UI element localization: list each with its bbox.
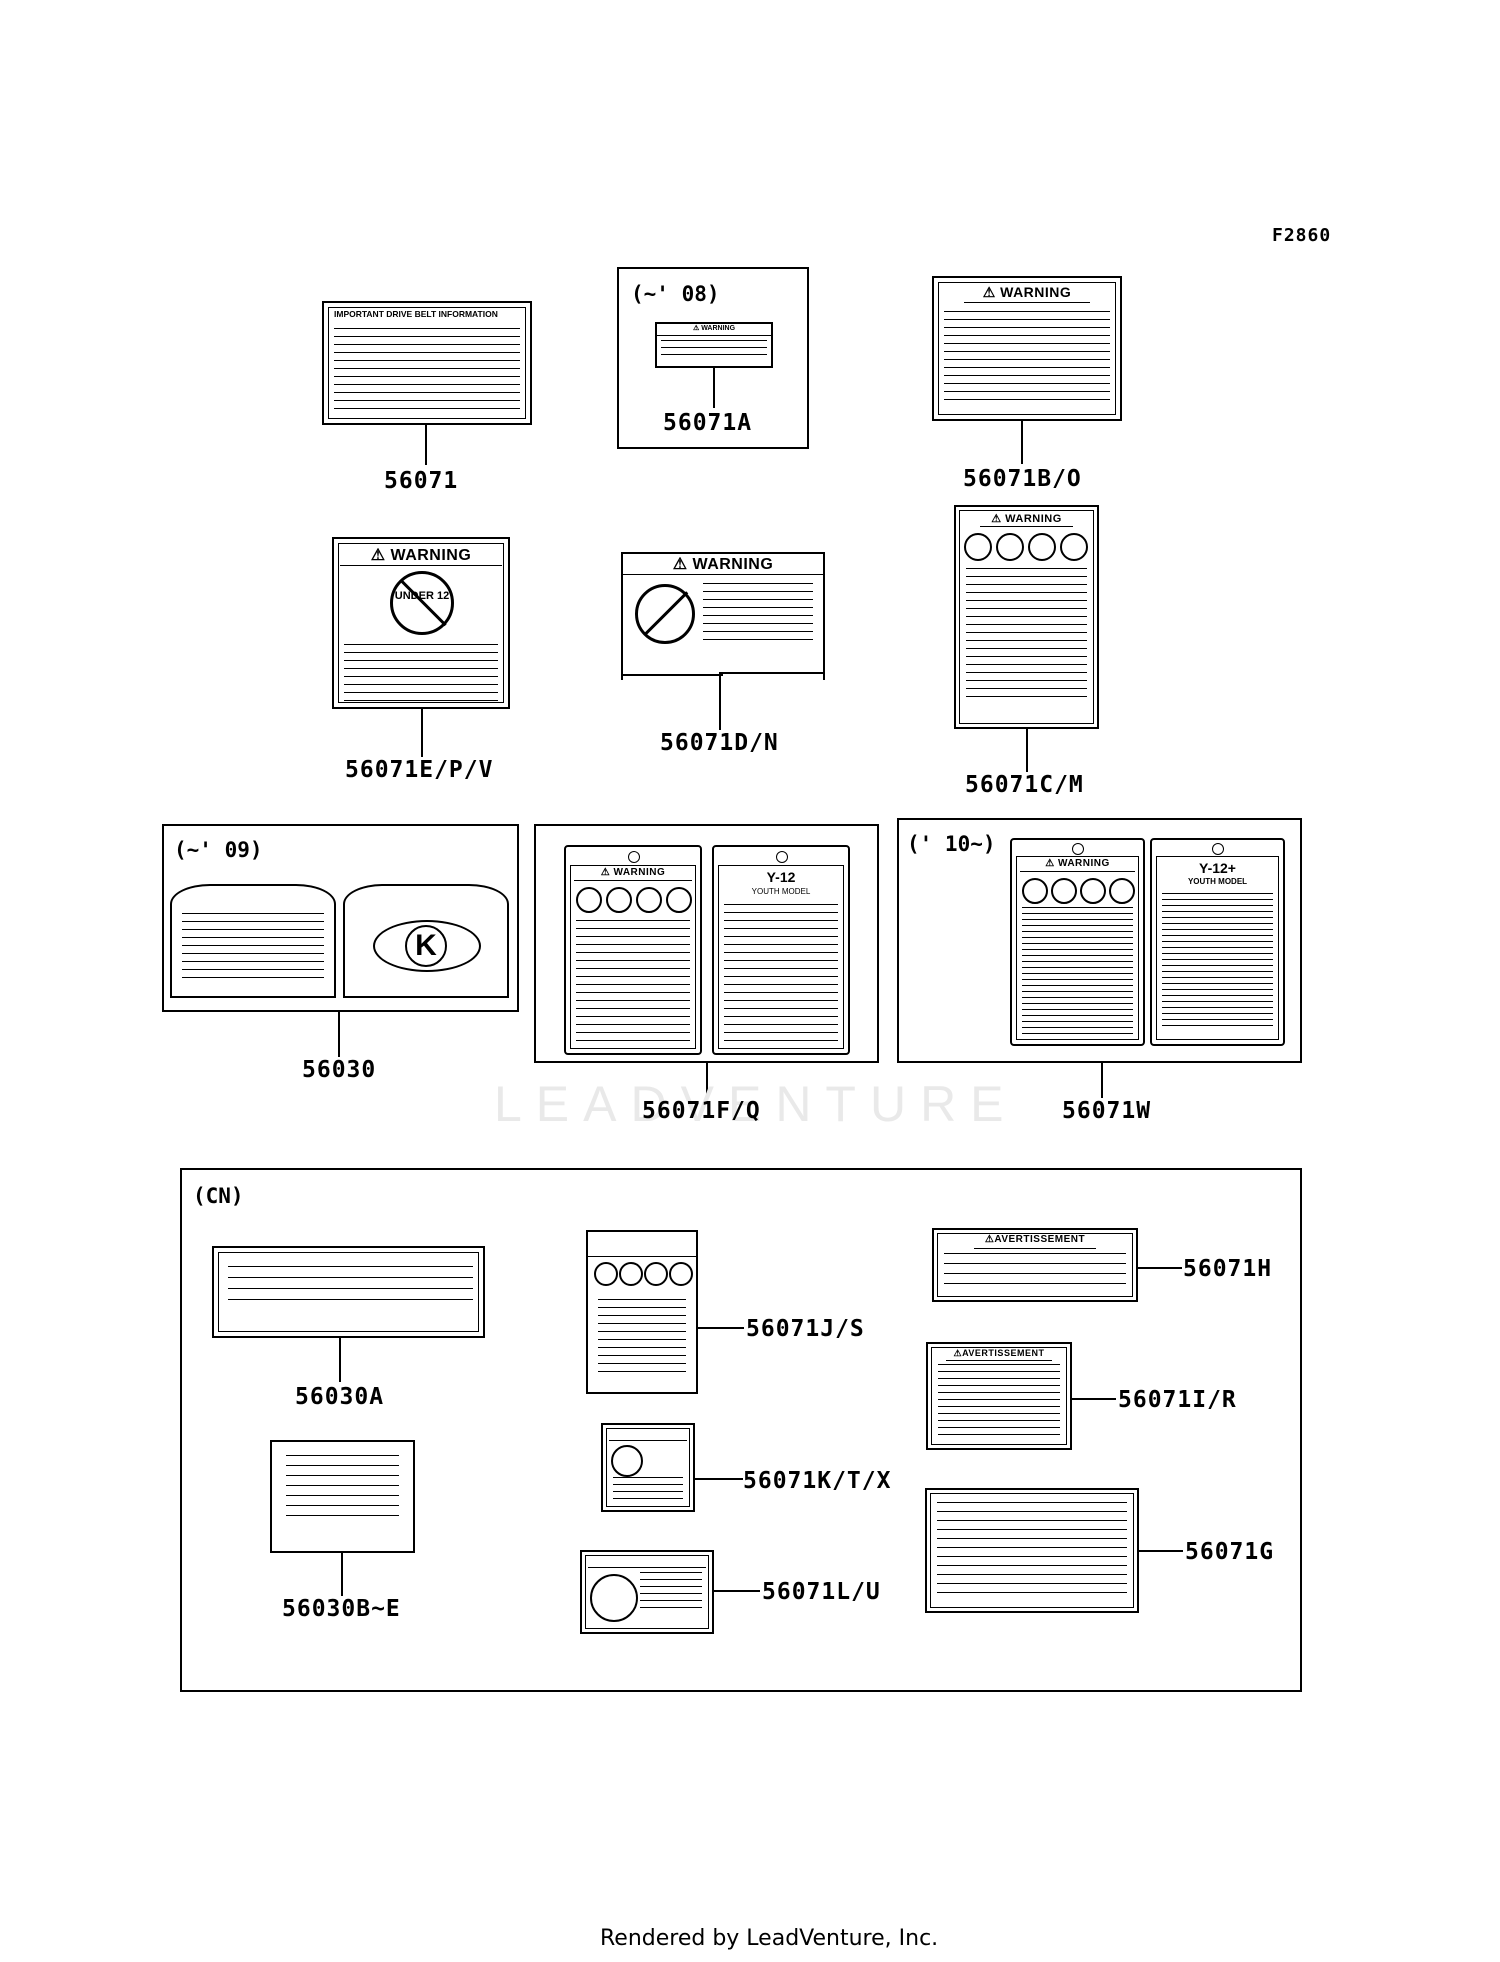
leadventure-watermark: LEADVENTURE: [494, 1076, 1018, 1132]
warning-header: ⚠ WARNING: [964, 284, 1090, 303]
part-number-56071A[interactable]: 56071A: [663, 410, 753, 436]
group-tag-cn: (CN): [193, 1184, 244, 1208]
hang-hole: [1212, 843, 1224, 855]
label-56071[interactable]: IMPORTANT DRIVE BELT INFORMATION: [322, 301, 532, 425]
group-frame-cn: [180, 1168, 1302, 1692]
group-frame-56071FQ: [534, 824, 879, 1063]
youth-model-text: YOUTH MODEL: [751, 887, 811, 896]
drive-belt-title: IMPORTANT DRIVE BELT INFORMATION: [334, 309, 498, 319]
prohibition-icon: [1060, 533, 1088, 561]
prohibition-icon: [1080, 878, 1106, 904]
label-56071F[interactable]: ⚠ WARNING: [564, 845, 702, 1055]
prohibition-icon: [619, 1262, 643, 1286]
warning-header: ⚠ WARNING: [980, 512, 1073, 527]
part-number-56071DN[interactable]: 56071D/N: [660, 730, 779, 756]
part-number-56030A[interactable]: 56030A: [295, 1384, 385, 1410]
label-56071A[interactable]: ⚠ WARNING: [655, 322, 773, 368]
prohibition-icon: [1051, 878, 1077, 904]
part-number-56071JS[interactable]: 56071J/S: [746, 1316, 865, 1342]
y12plus-title: Y-12+: [1199, 860, 1236, 876]
group-tag-from10: (' 10~): [907, 832, 996, 856]
prohibition-icon: [636, 887, 662, 913]
label-56071G[interactable]: [925, 1488, 1139, 1613]
label-56071W-right[interactable]: Y-12+ YOUTH MODEL: [1150, 838, 1285, 1046]
label-56071BO[interactable]: ⚠ WARNING: [932, 276, 1122, 421]
prohibition-icon: [1109, 878, 1135, 904]
prohibition-icon: [669, 1262, 693, 1286]
part-number-56071KTX[interactable]: 56071K/T/X: [743, 1468, 892, 1494]
group-frame-pre08: [617, 267, 809, 449]
prohibition-icon: [576, 887, 602, 913]
part-number-56071BO[interactable]: 56071B/O: [963, 466, 1082, 492]
no-passenger-icon: [635, 584, 695, 644]
group-frame-from10: [897, 818, 1302, 1063]
prohibition-icon: [666, 887, 692, 913]
avertissement-header: ⚠AVERTISSEMENT: [946, 1348, 1052, 1361]
part-number-56071W[interactable]: 56071W: [1062, 1098, 1152, 1124]
warning-header: ⚠ WARNING: [1020, 858, 1135, 872]
label-56071LU[interactable]: [580, 1550, 714, 1634]
part-number-56071[interactable]: 56071: [384, 468, 459, 494]
youth-model-text: YOUTH MODEL: [1187, 877, 1248, 886]
prohibition-icon: [964, 533, 992, 561]
prohibition-icon: [644, 1262, 668, 1286]
label-56071KTX[interactable]: [601, 1423, 695, 1512]
label-56071IR[interactable]: ⚠AVERTISSEMENT: [926, 1342, 1072, 1450]
label-56030-left[interactable]: [170, 884, 336, 998]
warning-header: ⚠ WARNING: [574, 867, 692, 881]
warning-header: ⚠ WARNING: [340, 545, 502, 566]
label-56071DN[interactable]: ⚠ WARNING: [621, 552, 825, 680]
part-number-56030[interactable]: 56030: [302, 1057, 377, 1083]
label-56071Q[interactable]: Y-12 YOUTH MODEL: [712, 845, 850, 1055]
no-under-12-icon: UNDER 12: [390, 571, 454, 635]
prohibition-icon: [1022, 878, 1048, 904]
hang-hole: [628, 851, 640, 863]
label-56030A[interactable]: [212, 1246, 485, 1338]
label-56071CM[interactable]: ⚠ WARNING: [954, 505, 1099, 729]
prohibition-icon: [590, 1574, 638, 1622]
group-frame-pre09: [162, 824, 519, 1012]
part-number-56071EPV[interactable]: 56071E/P/V: [345, 757, 494, 783]
part-number-56030BE[interactable]: 56030B~E: [282, 1596, 401, 1622]
prohibition-icon: [611, 1445, 643, 1477]
label-56071W-left[interactable]: ⚠ WARNING: [1010, 838, 1145, 1046]
hang-hole: [776, 851, 788, 863]
part-number-56071CM[interactable]: 56071C/M: [965, 772, 1084, 798]
y12-title: Y-12: [766, 869, 796, 885]
group-tag-pre09: (~' 09): [174, 838, 263, 862]
prohibition-icon: [996, 533, 1024, 561]
warning-header: ⚠ WARNING: [623, 554, 823, 575]
label-56071JS[interactable]: [586, 1230, 698, 1394]
label-56030BE[interactable]: [270, 1440, 415, 1553]
part-number-56071G[interactable]: 56071G: [1185, 1539, 1275, 1565]
footer-credit: Rendered by LeadVenture, Inc.: [600, 1926, 939, 1951]
part-number-56071H[interactable]: 56071H: [1183, 1256, 1273, 1282]
part-number-56071IR[interactable]: 56071I/R: [1118, 1387, 1237, 1413]
part-number-56071FQ[interactable]: 56071F/Q: [642, 1098, 761, 1124]
label-56030-right[interactable]: K: [343, 884, 509, 998]
label-56071H[interactable]: ⚠AVERTISSEMENT: [932, 1228, 1138, 1302]
avertissement-header: ⚠AVERTISSEMENT: [974, 1234, 1096, 1249]
hang-hole: [1072, 843, 1084, 855]
warning-header: ⚠ WARNING: [657, 324, 771, 336]
group-tag-pre08: (~' 08): [631, 282, 720, 306]
prohibition-icon: [606, 887, 632, 913]
label-56071EPV[interactable]: ⚠ WARNING UNDER 12: [332, 537, 510, 709]
prohibition-icon: [594, 1262, 618, 1286]
kawasaki-logo: K: [373, 920, 481, 972]
figure-id: F2860: [1272, 225, 1332, 246]
prohibition-icon: [1028, 533, 1056, 561]
part-number-56071LU[interactable]: 56071L/U: [762, 1579, 881, 1605]
